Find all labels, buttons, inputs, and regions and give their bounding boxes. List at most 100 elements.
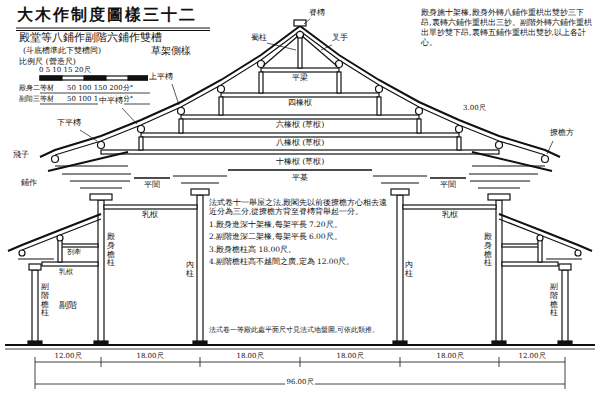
aisle-roof xyxy=(57,235,63,241)
part-label: 脊槫 xyxy=(308,8,326,17)
leader-line xyxy=(80,130,97,141)
part-label: 平梁 xyxy=(291,73,309,82)
purlin xyxy=(218,86,225,93)
dimension-line xyxy=(400,357,401,367)
leader-line xyxy=(304,19,310,24)
bracket-set xyxy=(191,189,209,195)
tie-beam xyxy=(403,205,496,209)
ground-line xyxy=(393,341,407,345)
column xyxy=(98,200,104,345)
aisle-roof xyxy=(575,250,581,256)
tie-beam xyxy=(42,262,98,266)
title-rule xyxy=(16,28,210,31)
scale-bar xyxy=(40,93,150,94)
bracket-set xyxy=(373,175,427,176)
bracket-set xyxy=(90,194,112,200)
ground-line xyxy=(28,341,42,345)
note-text: 3.殿身檐柱高 18.00尺。 xyxy=(208,245,392,254)
strut xyxy=(139,137,143,150)
part-label: 乳栿 xyxy=(58,268,74,276)
column xyxy=(32,270,38,345)
part-label: 平棊 xyxy=(291,173,309,182)
dimension-line xyxy=(300,357,301,367)
tie-beam xyxy=(502,244,540,247)
part-label: 叉手 xyxy=(331,33,349,42)
scale-label: 副階三等材 xyxy=(18,95,55,103)
purlin xyxy=(98,142,105,149)
purlin xyxy=(52,156,59,163)
note-text: 2.副階進深二架椽,每架平長 6.00尺。 xyxy=(208,232,392,241)
strut xyxy=(219,97,223,115)
dimension-line xyxy=(200,357,201,367)
scale-title: 比例尺 (營造尺) xyxy=(18,57,77,66)
bracket-set xyxy=(472,152,552,171)
dimension-line xyxy=(101,357,102,367)
title-rule xyxy=(16,30,210,31)
scale-bar xyxy=(40,76,150,80)
subtitle: 草架側樣 xyxy=(150,45,192,57)
aisle-roof xyxy=(19,250,25,256)
purlin xyxy=(496,142,503,149)
dimension-label: 96.00尺 xyxy=(285,378,314,386)
aisle-roof xyxy=(499,214,592,251)
leader-line xyxy=(321,45,332,50)
tie-beam xyxy=(538,240,542,262)
ground-line xyxy=(558,341,572,345)
strut xyxy=(179,119,183,133)
roof-beam xyxy=(181,115,419,119)
purlin xyxy=(52,32,549,163)
tie-beam xyxy=(502,262,558,266)
bracket-set xyxy=(18,152,582,270)
roof-beam xyxy=(101,150,499,154)
tie-beam xyxy=(58,240,62,262)
column-label: 副階檐柱 xyxy=(41,282,49,319)
part-label: 十椽栿 (草栿) xyxy=(275,157,326,166)
dimension-label: 12.00尺 xyxy=(517,352,546,360)
part-label: 八椽栿 (草栿) xyxy=(275,138,326,147)
bracket-set xyxy=(70,180,130,181)
dimension-line xyxy=(35,357,565,389)
purlin xyxy=(336,61,343,68)
purlin xyxy=(416,108,423,115)
dimension-line xyxy=(499,357,500,367)
tie-beam xyxy=(60,244,98,247)
leader-line xyxy=(547,141,553,154)
purlin xyxy=(138,126,145,133)
section-drawing xyxy=(5,19,595,389)
bracket-set xyxy=(546,258,582,259)
strut xyxy=(263,36,298,66)
part-label: 下平槫 xyxy=(56,118,82,127)
title-rule xyxy=(16,27,210,28)
bracket-set xyxy=(48,152,128,171)
column xyxy=(197,195,203,345)
ground-line xyxy=(5,349,595,350)
purlin xyxy=(376,86,383,93)
ceiling xyxy=(134,177,170,179)
part-label: 蜀柱 xyxy=(250,33,268,42)
bracket-set xyxy=(173,175,227,176)
dimension-label: 18.00尺 xyxy=(435,352,464,360)
scale-bar xyxy=(128,76,150,80)
ground-line xyxy=(193,341,207,345)
aisle-roof xyxy=(499,219,578,250)
note-text: 法式卷十一舉屋之法,殿閣先以前後撩檐方心相去遠近分為三分,從撩檐方背至脊槫背舉起… xyxy=(208,198,392,217)
bracket-set xyxy=(62,173,131,174)
bracket-set xyxy=(478,187,520,188)
part-label: 撩檐方 xyxy=(549,128,575,137)
purlin xyxy=(542,156,549,163)
note-text: 殿身施十架椽,殿身外轉八鋪作重栱出雙抄三下昂,裏轉六鋪作重栱出三抄。副階外轉六鋪… xyxy=(420,8,594,48)
part-label: 六椽栿 (草栿) xyxy=(275,120,326,129)
strut xyxy=(259,72,263,93)
column xyxy=(496,200,502,345)
strut xyxy=(337,72,341,93)
ceiling xyxy=(430,177,466,179)
note-text: 法式卷一等殿此處平面尺寸見法式地盤圖,可依此類推。 xyxy=(208,326,394,335)
ceiling xyxy=(228,169,372,171)
purlin xyxy=(456,126,463,133)
part-label: 平闇 xyxy=(143,180,161,189)
column-label: 副階檐柱 xyxy=(550,282,558,319)
column-label: 殿身檐柱 xyxy=(484,232,492,269)
scale-bar xyxy=(40,104,150,105)
part-label: 中平槫 xyxy=(98,96,124,105)
